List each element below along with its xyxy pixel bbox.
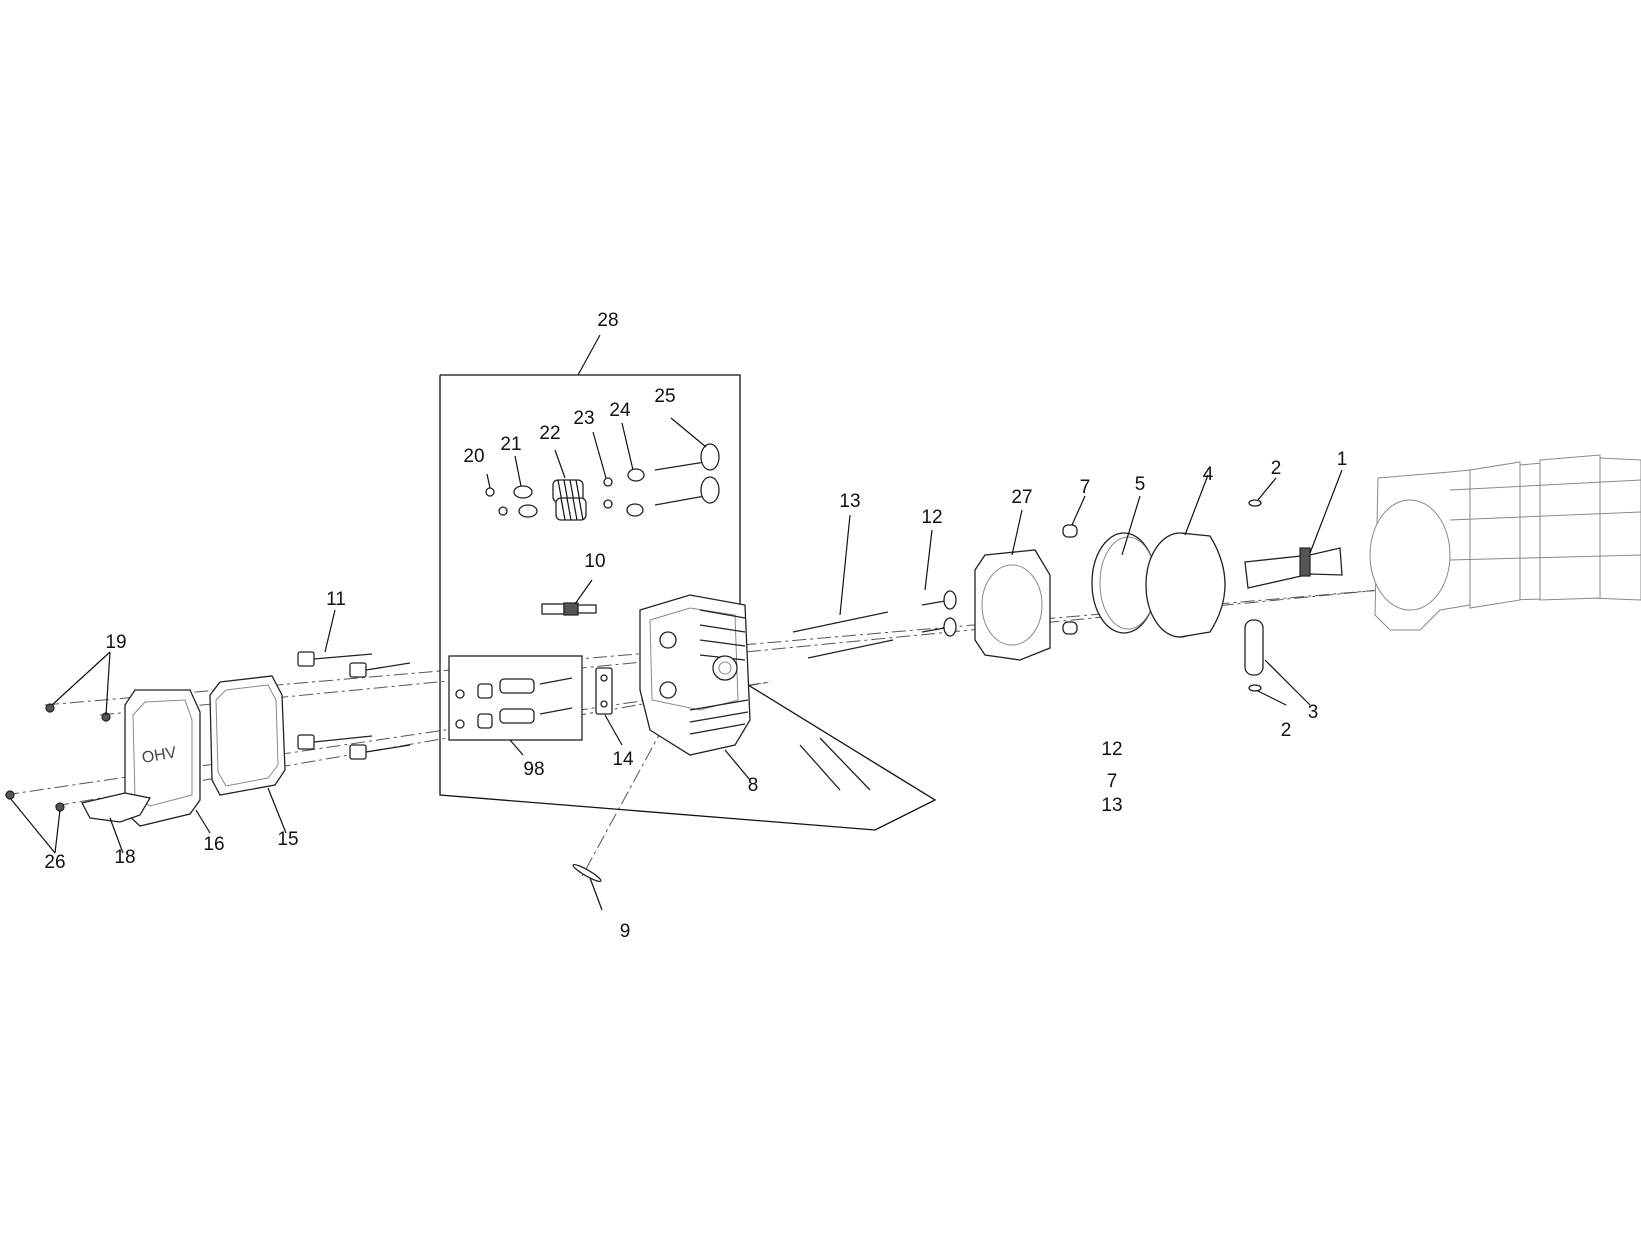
callout-2-top: 2 [1271, 458, 1282, 479]
callout-1: 1 [1337, 449, 1348, 470]
callout-9: 9 [620, 921, 631, 942]
valve-keeper-lower [498, 506, 508, 516]
spring-retainer-upper [513, 485, 533, 499]
callout-4: 4 [1203, 464, 1214, 485]
callout-26: 26 [44, 852, 65, 873]
piston-rings [1091, 532, 1157, 634]
kit-note-line-2: 7 [1107, 771, 1118, 792]
piston-pin-clips [1248, 499, 1262, 692]
callout-22: 22 [539, 423, 560, 444]
callout-3: 3 [1308, 702, 1319, 723]
rocker-cover: OHV [124, 689, 201, 827]
tappets [921, 590, 957, 637]
callout-13: 13 [839, 491, 860, 512]
callout-2-bottom: 2 [1281, 720, 1292, 741]
kit-note-line-3: 13 [1101, 795, 1122, 816]
callout-21: 21 [500, 434, 521, 455]
callout-20: 20 [463, 446, 484, 467]
wrist-pin [1244, 619, 1264, 676]
callout-labels: 1 2 2 3 4 5 7 8 9 10 11 12 13 14 15 16 1… [44, 310, 1347, 942]
callout-98: 98 [523, 759, 544, 780]
leader-lines [9, 417, 1343, 911]
rocker-cover-gasket [209, 675, 286, 796]
bracket [81, 792, 152, 823]
callout-14: 14 [612, 749, 634, 770]
kit-note: 12 7 13 [1101, 739, 1122, 816]
callout-5: 5 [1135, 474, 1146, 495]
push-rods [792, 611, 894, 659]
callout-25: 25 [654, 386, 675, 407]
callout-18: 18 [114, 847, 135, 868]
gasket-small [572, 863, 602, 883]
callout-16: 16 [203, 834, 224, 855]
callout-24: 24 [609, 400, 631, 421]
callout-19: 19 [105, 632, 126, 653]
callout-23: 23 [573, 408, 594, 429]
callout-28: 28 [597, 310, 618, 331]
head-studs [799, 737, 871, 791]
connecting-rod [1244, 547, 1343, 589]
valve-spring-lower [555, 497, 587, 521]
callout-7: 7 [1080, 477, 1091, 498]
cover-screws [5, 703, 111, 812]
head-bolts [297, 651, 411, 760]
piston [1145, 532, 1226, 638]
valve-washer-upper [627, 468, 645, 482]
valve-keeper-upper [485, 487, 495, 497]
callout-11: 11 [326, 589, 346, 610]
valve-stem-seal-lower [603, 499, 613, 509]
valve-washer-lower [626, 503, 644, 517]
spring-retainer-lower [518, 504, 538, 518]
head-gasket [974, 549, 1051, 661]
callout-10: 10 [584, 551, 605, 572]
callout-27: 27 [1011, 487, 1032, 508]
valve-lower [654, 476, 720, 506]
svg-text:OHV: OHV [141, 744, 178, 767]
crankcase [1369, 454, 1641, 631]
push-rod-guide-plate [595, 667, 613, 715]
valve-train [485, 443, 720, 521]
callout-12: 12 [921, 507, 942, 528]
callout-15: 15 [277, 829, 298, 850]
kit-note-line-1: 12 [1101, 739, 1122, 760]
spark-plug [541, 602, 597, 616]
assembly-boundary-28 [439, 334, 937, 831]
cylinder-head [639, 594, 751, 756]
piston-pins [1062, 524, 1078, 635]
valve-stem-seal-upper [603, 477, 613, 487]
rocker-arm-kit [448, 655, 583, 741]
valve-upper [654, 443, 720, 471]
callout-8: 8 [748, 775, 759, 796]
